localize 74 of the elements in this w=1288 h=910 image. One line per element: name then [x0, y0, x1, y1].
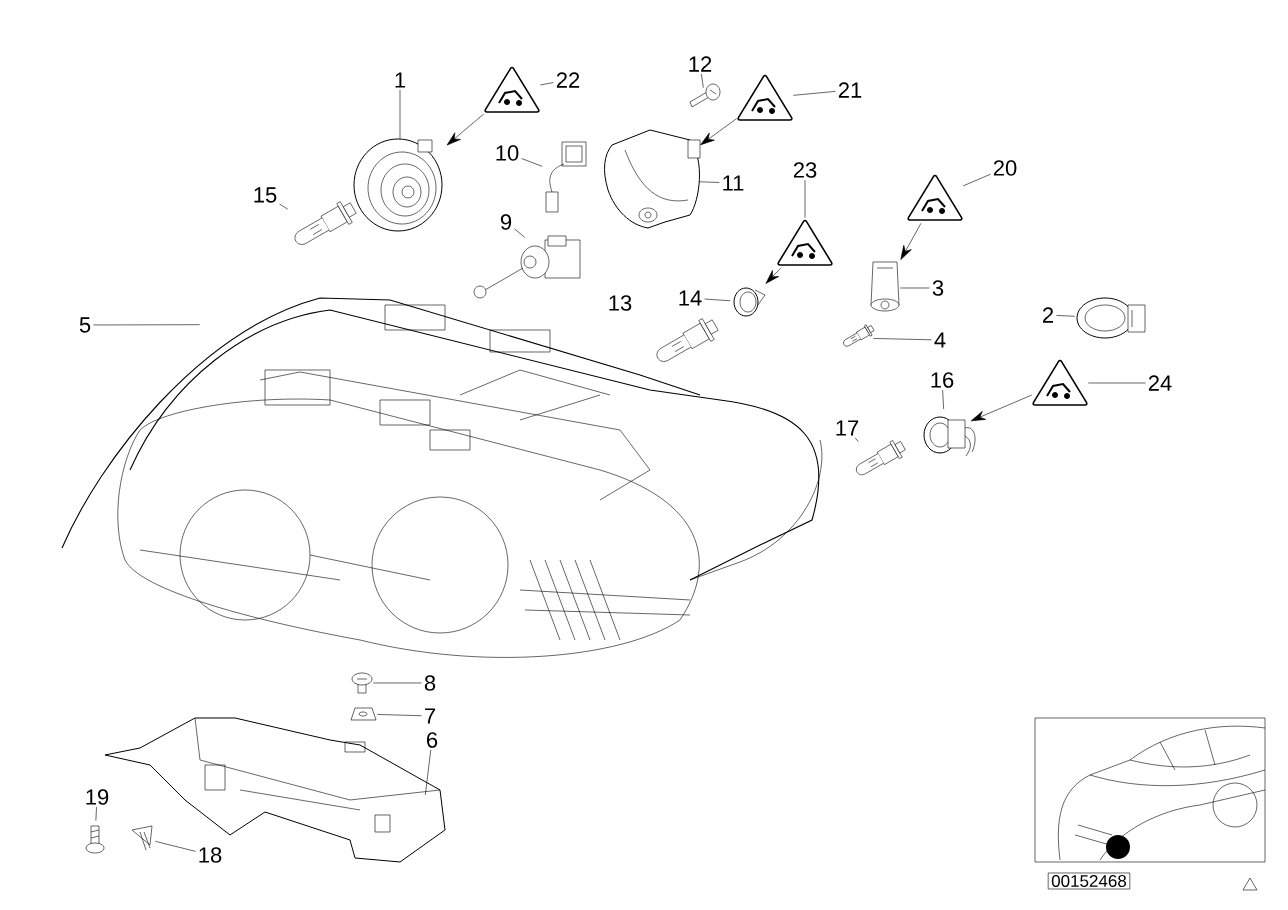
warning-triangle-icon — [737, 74, 793, 121]
leader-line — [963, 173, 991, 187]
leader-line — [155, 841, 196, 852]
callout-number: 12 — [689, 56, 712, 72]
warning-triangle-icon — [1032, 359, 1088, 406]
callout-number: 10 — [496, 145, 519, 161]
leader-line — [521, 158, 543, 167]
callout-number: 20 — [993, 160, 1017, 176]
arrow — [765, 268, 781, 284]
socket-drawing — [870, 261, 900, 312]
clip-drawing — [131, 825, 153, 851]
leader-line — [425, 749, 432, 796]
leader-line — [540, 82, 554, 86]
callout-number: 8 — [424, 675, 436, 691]
leader-line — [95, 806, 97, 821]
callout-number: 21 — [838, 82, 862, 98]
leader-line — [1088, 382, 1146, 384]
callout-number: 6 — [427, 732, 438, 748]
screw-drawing — [85, 825, 105, 854]
leader-line — [854, 437, 859, 442]
callout-number: 15 — [254, 187, 277, 203]
arrow — [446, 113, 484, 146]
motor-drawing — [473, 235, 581, 299]
leader-line — [699, 181, 720, 183]
nut-drawing — [350, 707, 377, 721]
leader-line — [804, 179, 806, 218]
leader-line — [1056, 315, 1075, 317]
bulb-drawing — [856, 440, 906, 476]
warning-triangle-icon — [777, 219, 833, 266]
callout-number: 22 — [556, 72, 580, 88]
bulb-drawing — [843, 324, 875, 347]
callout-number: 17 — [836, 420, 859, 436]
leader-line — [793, 91, 836, 96]
bulb-drawing — [294, 201, 357, 245]
callout-number: 16 — [931, 372, 954, 388]
arrow — [700, 118, 737, 146]
callout-number: 7 — [425, 708, 436, 724]
warning-triangle-icon — [907, 174, 963, 221]
leader-line — [704, 298, 731, 302]
callout-number: 9 — [500, 214, 512, 230]
warning-triangle-icon — [484, 66, 540, 113]
callout-number: 24 — [1148, 375, 1172, 391]
callout-number: 4 — [934, 332, 946, 348]
reflector-ring-drawing — [353, 138, 443, 232]
callout-number: 5 — [79, 317, 91, 333]
leader-line — [373, 682, 422, 684]
callout-number: 2 — [1043, 307, 1053, 323]
callout-number: 3 — [932, 280, 944, 296]
callout-number: 13 — [609, 295, 632, 311]
ring-drawing — [1076, 297, 1146, 339]
leader-line — [377, 714, 422, 717]
cover-drawing — [604, 129, 701, 229]
clip-drawing — [733, 287, 766, 317]
arrow — [970, 394, 1032, 422]
screw-drawing — [689, 83, 721, 108]
connector-drawing — [545, 141, 587, 213]
screw-drawing — [351, 672, 373, 694]
callout-number: 11 — [723, 175, 744, 191]
callout-number: 14 — [679, 290, 702, 306]
callout-number: 23 — [793, 162, 817, 178]
socket-drawing — [923, 416, 976, 457]
callout-number: 18 — [199, 847, 222, 863]
leader-line — [93, 324, 200, 326]
leader-line — [942, 389, 944, 410]
leader-line — [514, 228, 525, 238]
drawing-number: 00152468 — [1047, 872, 1131, 890]
callout-number: 1 — [395, 72, 406, 88]
leader-line — [279, 203, 288, 210]
leader-line — [701, 73, 704, 88]
leader-line — [900, 287, 930, 289]
callout-number: 19 — [86, 789, 109, 805]
arrow — [900, 223, 922, 260]
leader-line — [873, 338, 932, 341]
leader-line — [399, 89, 401, 139]
